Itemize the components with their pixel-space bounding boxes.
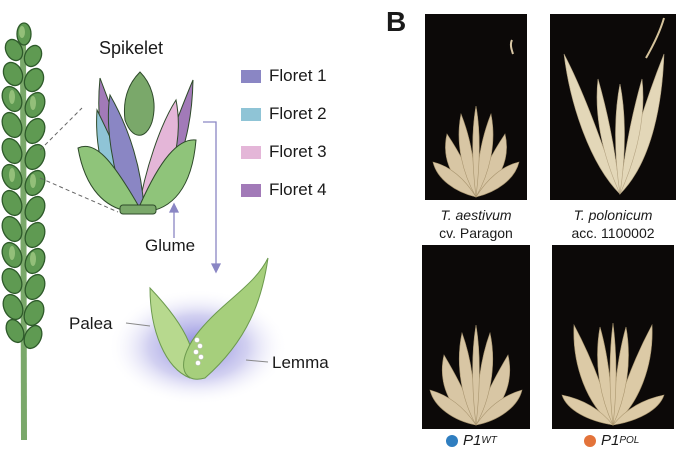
spike-grain-highlights [9,26,36,266]
photo-p1-pol [552,245,674,429]
panel-label: B [386,6,407,37]
connector-arrow [203,121,222,274]
genotype-dot-orange [584,434,596,447]
legend-swatch [241,145,261,159]
legend-label: Floret 4 [269,180,327,199]
legend-item-floret-3: Floret 3 [241,142,371,162]
palea-pointer [125,322,151,327]
spike-grains [1,22,46,350]
photo-p1-wt [422,245,530,429]
legend-label: Floret 2 [269,104,327,123]
spikelet-photo-image [563,17,665,195]
genotype-superscript: WT [481,435,497,446]
genotype-superscript: POL [619,435,640,446]
caption-t-polonicum: T. polonicum acc. 1100002 [538,206,686,242]
photo-t-aestivum [425,14,527,200]
zoom-lines [39,107,119,213]
accession-name: cv. Paragon [439,225,513,241]
species-name: T. polonicum [573,207,653,223]
floret-legend: Floret 1 Floret 2 Floret 3 Floret 4 [241,66,371,218]
floret-closeup-illustration [108,257,288,405]
genotype-name: P1 [601,432,620,449]
spikelet-label: Spikelet [99,38,164,58]
spikelet-photo-image [561,322,665,426]
glume-label: Glume [145,236,196,255]
floret-center [123,71,155,136]
lemma-pointer [245,359,269,363]
anthers [193,337,204,366]
glume-arrow [168,202,180,238]
legend-item-floret-1: Floret 1 [241,66,371,86]
legend-swatch [241,69,261,83]
glume-left [77,145,139,213]
caption-t-aestivum: T. aestivum cv. Paragon [405,206,547,242]
legend-swatch [241,107,261,121]
species-name: T. aestivum [440,207,512,223]
accession-name: acc. 1100002 [571,225,655,241]
spikelet-base [119,204,157,215]
lemma-label: Lemma [272,353,329,372]
legend-item-floret-4: Floret 4 [241,180,371,200]
spikelet-illustration [77,71,197,215]
spike-stem [19,29,27,441]
spikelet-photo-image [429,324,523,426]
palea-label: Palea [69,314,113,333]
legend-label: Floret 3 [269,142,327,161]
legend-label: Floret 1 [269,66,327,85]
lemma-shape [183,257,269,380]
photo-t-polonicum [550,14,676,200]
legend-item-floret-2: Floret 2 [241,104,371,124]
glume-right [139,139,197,213]
legend-swatch [241,183,261,197]
genotype-name: P1 [463,432,482,449]
spikelet-photo-image [432,39,520,198]
genotype-dot-blue [446,434,458,447]
